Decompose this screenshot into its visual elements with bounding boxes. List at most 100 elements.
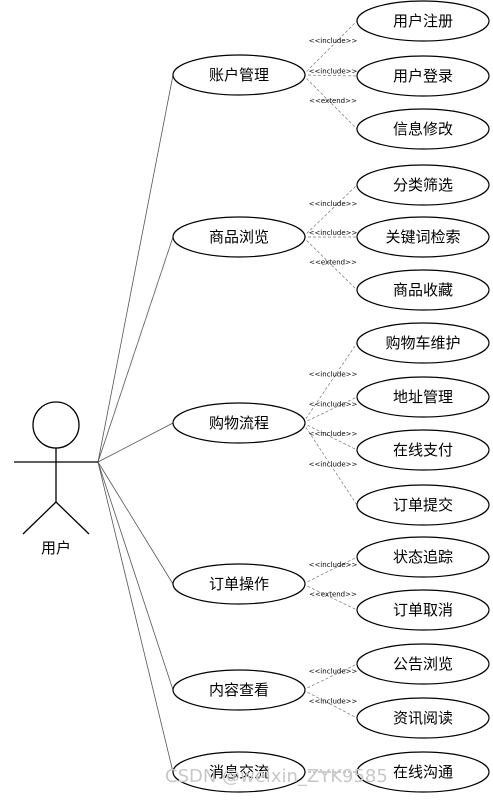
use-case-ellipse	[356, 164, 490, 206]
sub-use-case-7: 购物车维护	[356, 322, 490, 364]
sub-use-case-9: 在线支付	[356, 429, 490, 471]
sub-use-case-1: 用户注册	[356, 0, 490, 42]
use-case-ellipse	[356, 429, 490, 471]
dependency-line-6	[302, 236, 358, 291]
dependency-line-11	[302, 556, 358, 585]
actor-label: 用户	[41, 539, 71, 557]
sub-use-case-3: 信息修改	[356, 108, 490, 150]
sub-use-case-6: 商品收藏	[356, 269, 490, 311]
stereotype-label-14: <<include>>	[309, 698, 358, 706]
dependency-lines	[302, 20, 358, 773]
sub-use-case-5: 关键词检索	[356, 216, 490, 258]
use-case-label: 用户登录	[393, 67, 453, 85]
use-case-label: 商品浏览	[209, 228, 269, 246]
use-case-ellipse	[356, 643, 490, 685]
main-use-case-5: 内容查看	[172, 669, 306, 711]
actor-right-leg	[55, 501, 90, 535]
stereotype-labels: <<include>> <<include>> <<extend>> <<includ…	[309, 37, 358, 706]
use-case-label: 商品收藏	[393, 281, 453, 299]
use-case-label: 资讯阅读	[393, 709, 453, 727]
use-case-label: 内容查看	[209, 681, 269, 699]
stereotype-label-2: <<include>>	[309, 68, 358, 76]
stereotype-label-13: <<include>>	[309, 668, 358, 676]
use-case-label: 账户管理	[209, 66, 269, 84]
sub-use-case-8: 地址管理	[356, 376, 490, 418]
dependency-line-3	[302, 74, 358, 130]
dependency-line-9	[302, 422, 358, 451]
stereotype-label-5: <<include>>	[309, 229, 358, 237]
stereotype-label-1: <<include>>	[309, 37, 358, 45]
use-case-label: 在线支付	[393, 441, 453, 459]
use-case-label: 公告浏览	[393, 655, 453, 673]
use-case-label: 用户注册	[393, 12, 453, 30]
use-case-ellipse	[356, 269, 490, 311]
use-case-label: 信息修改	[393, 120, 453, 138]
use-case-ellipse	[172, 669, 306, 711]
association-lines	[97, 74, 174, 773]
association-line-1	[97, 74, 174, 463]
use-case-label: 订单提交	[393, 496, 453, 514]
use-case-ellipse	[356, 751, 490, 793]
use-case-label: 购物车维护	[385, 334, 460, 352]
actor-user: 用户	[14, 401, 98, 557]
use-case-ellipse	[356, 55, 490, 97]
sub-use-case-10: 订单提交	[356, 484, 490, 526]
association-line-3	[97, 422, 174, 463]
stereotype-label-10: <<include>>	[309, 461, 358, 469]
association-line-2	[97, 236, 174, 463]
watermark: CSDN @weixin_ZYK9585	[165, 766, 388, 787]
association-line-4	[97, 461, 174, 585]
use-case-ellipse	[356, 108, 490, 150]
association-line-6	[97, 461, 174, 773]
stereotype-label-6: <<extend>>	[309, 258, 357, 266]
actor-head	[32, 401, 80, 449]
use-case-ellipse	[172, 563, 306, 605]
use-case-ellipse	[356, 484, 490, 526]
sub-use-case-2: 用户登录	[356, 55, 490, 97]
sub-use-case-15: 在线沟通	[356, 751, 490, 793]
use-case-ellipse	[172, 54, 306, 96]
use-case-label: 购物流程	[209, 414, 269, 432]
sub-use-case-12: 订单取消	[356, 589, 490, 631]
use-case-ellipse	[172, 402, 306, 444]
use-case-ellipse	[356, 0, 490, 42]
main-use-case-6: 消息交流	[172, 751, 306, 793]
use-case-ellipse	[172, 751, 306, 793]
dependency-line-7	[302, 342, 358, 424]
stereotype-label-9: <<include>>	[309, 430, 358, 438]
use-case-label: 订单操作	[209, 575, 269, 593]
use-case-label: 状态追踪	[393, 548, 453, 566]
sub-use-case-13: 公告浏览	[356, 643, 490, 685]
main-use-case-2: 商品浏览	[172, 216, 306, 258]
use-case-ellipse	[356, 322, 490, 364]
dependency-line-1	[302, 20, 358, 76]
dependency-line-10	[302, 422, 358, 506]
use-case-label: 地址管理	[393, 388, 453, 406]
association-line-5	[97, 461, 174, 691]
sub-use-cases: 用户注册用户登录信息修改分类筛选关键词检索商品收藏购物车维护地址管理在线支付订单…	[356, 0, 490, 793]
use-case-label: 分类筛选	[393, 176, 453, 194]
stereotype-label-3: <<extend>>	[309, 97, 357, 105]
main-use-case-4: 订单操作	[172, 563, 306, 605]
use-case-label: 关键词检索	[385, 228, 460, 246]
use-case-ellipse	[172, 216, 306, 258]
sub-use-case-14: 资讯阅读	[356, 697, 490, 739]
dependency-line-2	[302, 74, 358, 77]
stereotype-label-12: <<extend>>	[309, 590, 357, 598]
stereotype-label-7: <<include>>	[309, 371, 358, 379]
sub-use-case-4: 分类筛选	[356, 164, 490, 206]
stereotype-label-11: <<include>>	[309, 561, 358, 569]
use-case-label: 消息交流	[209, 763, 269, 781]
use-case-ellipse	[356, 216, 490, 258]
dependency-line-14	[302, 689, 358, 719]
main-use-case-1: 账户管理	[172, 54, 306, 96]
use-case-ellipse	[356, 589, 490, 631]
use-case-ellipse	[356, 697, 490, 739]
actor-left-leg	[22, 501, 57, 535]
main-use-case-3: 购物流程	[172, 402, 306, 444]
use-case-label: 在线沟通	[393, 763, 453, 781]
stereotype-label-4: <<include>>	[309, 200, 358, 208]
stereotype-label-8: <<include>>	[309, 401, 358, 409]
